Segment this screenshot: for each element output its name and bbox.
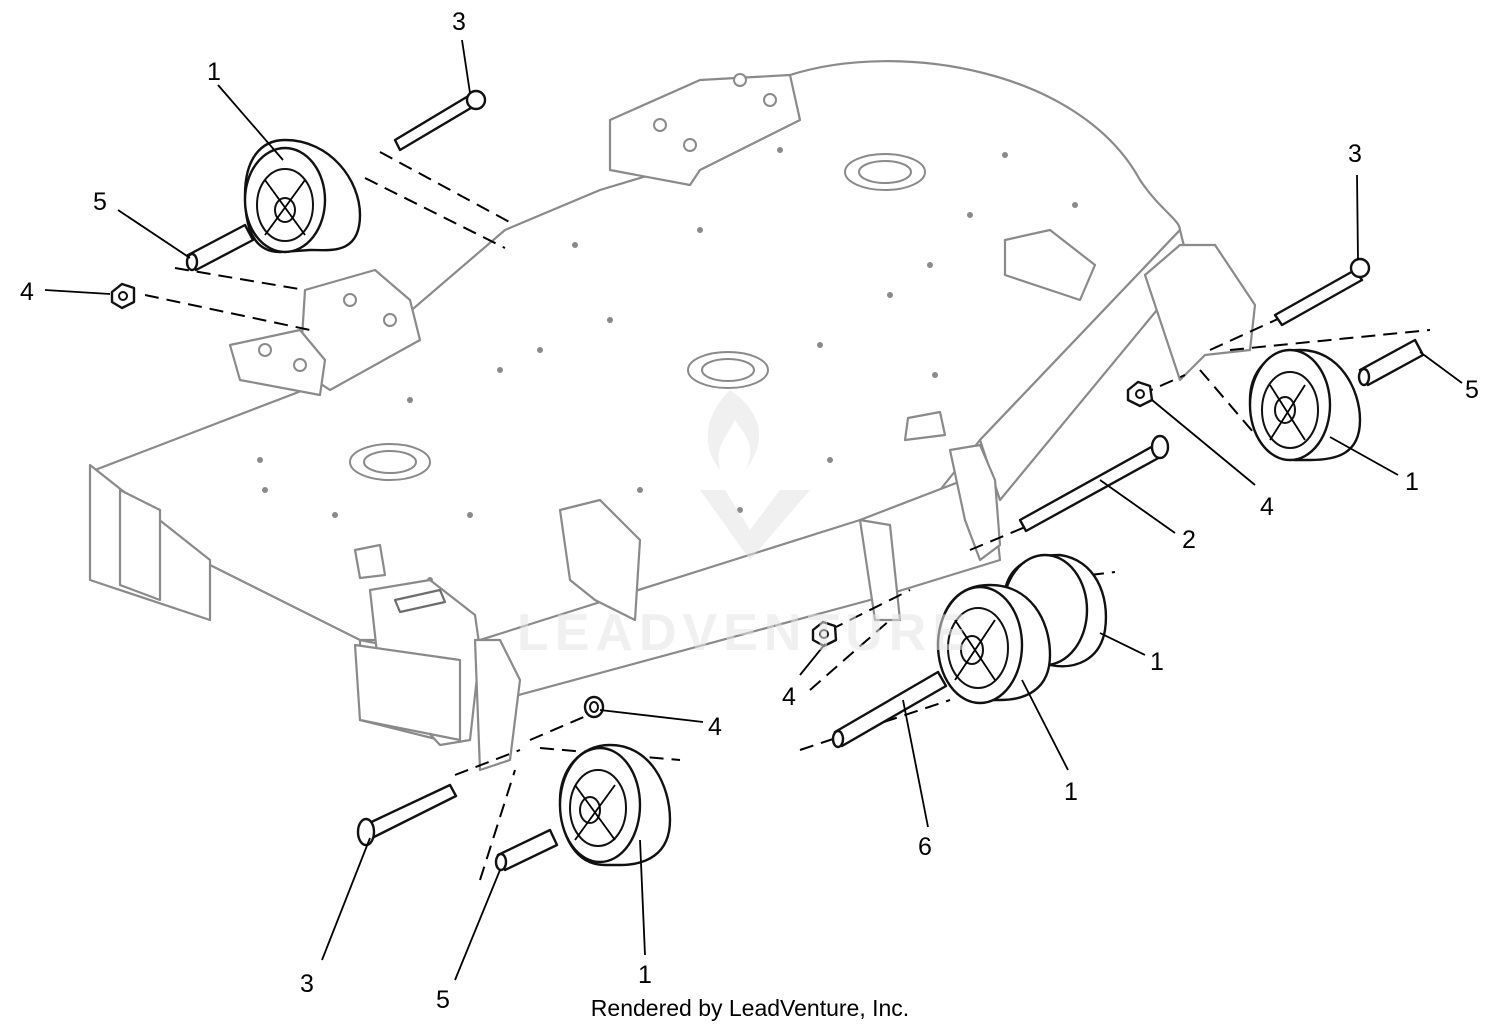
callout-1-wheel-top-left: 1 <box>207 58 221 86</box>
callout-6-axle: 6 <box>918 833 932 861</box>
mower-deck <box>88 60 1257 772</box>
callout-3-bolt-bottom: 3 <box>300 970 314 998</box>
callout-labels: 1 3 5 4 3 5 1 4 2 1 4 4 1 6 3 5 1 <box>20 8 1479 1014</box>
spacer-5-right <box>1357 338 1425 387</box>
long-bolt-2 <box>1018 434 1170 533</box>
callout-3-bolt-right: 3 <box>1348 140 1362 168</box>
axle-6 <box>831 670 948 749</box>
callout-5-spacer-top: 5 <box>93 188 107 216</box>
wheel-right <box>1248 348 1362 462</box>
wheel-top-left <box>243 138 362 254</box>
callout-4-nut-right: 4 <box>1260 493 1274 521</box>
nut-4-right <box>1126 380 1154 408</box>
callout-1-wheel-right: 1 <box>1405 468 1419 496</box>
bolt-bottom <box>356 783 458 847</box>
bolt-top <box>393 89 487 152</box>
callout-1-wheel-front-rear: 1 <box>1150 648 1164 676</box>
callout-4-washer-left: 4 <box>708 713 722 741</box>
callout-2-long-bolt: 2 <box>1182 526 1196 554</box>
spacer-5-top <box>185 223 255 272</box>
nut-4-top-left <box>110 282 136 310</box>
callout-1-wheel-front-forward: 1 <box>1064 778 1078 806</box>
callout-1-wheel-bottom: 1 <box>638 961 652 989</box>
watermark-text: LEADVENTURE <box>517 604 973 662</box>
callout-4-nut-front: 4 <box>782 683 796 711</box>
wheel-front-forward <box>936 583 1052 705</box>
callout-3-bolt-top: 3 <box>452 8 466 36</box>
callout-5-spacer-right: 5 <box>1465 376 1479 404</box>
watermark-logo: LEADVENTURE <box>517 390 973 662</box>
callout-5-spacer-bottom: 5 <box>436 986 450 1014</box>
footer-credit: Rendered by LeadVenture, Inc. <box>591 995 909 1021</box>
washer-4-left <box>583 695 605 719</box>
wheel-bottom-left <box>558 743 672 867</box>
bolt-right <box>1273 257 1371 327</box>
spacer-5-bottom <box>494 828 559 872</box>
leader-lines <box>44 39 1463 981</box>
nut-4-front <box>811 620 838 648</box>
callout-4-nut-top: 4 <box>20 278 34 306</box>
